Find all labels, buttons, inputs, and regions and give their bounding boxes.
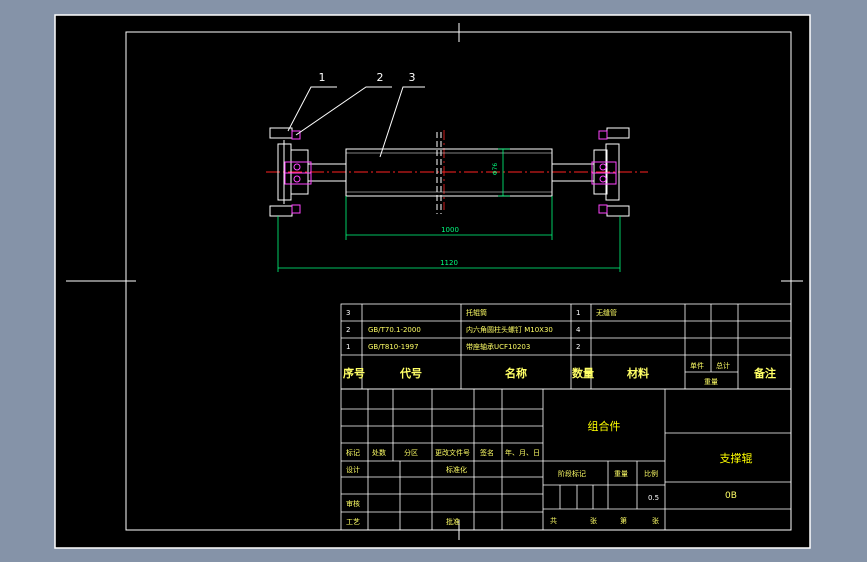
svg-text:重量: 重量 [704,378,718,386]
svg-text:1: 1 [576,309,580,317]
svg-text:分区: 分区 [404,448,418,457]
revision-header: 标记 处数 分区 更改文件号 签名 年、月、日 [346,448,540,457]
svg-text:2: 2 [576,343,580,351]
label-approve: 批准 [446,517,460,526]
svg-text:无缝管: 无缝管 [596,308,617,317]
svg-text:单件: 单件 [690,361,704,370]
label-process: 工艺 [346,518,360,526]
label-stage-mark: 阶段标记 [558,469,586,478]
roller-assembly-drawing: 1 2 3 1000 1120 Φ76 [266,71,648,272]
svg-text:年、月、日: 年、月、日 [505,448,540,457]
title-block-grid [340,388,792,531]
break-lines [436,132,442,214]
bom-row-3: 1 GB/T810-1997 带座轴承UCF10203 2 [346,342,580,351]
bom-header: 序号 代号 名称 数量 材料 单件 总计 重量 备注 [343,361,776,386]
svg-text:4: 4 [576,326,581,334]
dim-diameter: Φ76 [492,163,499,176]
bom-table [340,303,792,390]
balloon-2: 2 [377,71,384,84]
svg-text:3: 3 [346,309,350,317]
dim-overall-length: 1120 [440,259,458,267]
svg-text:备注: 备注 [753,366,776,380]
svg-text:代号: 代号 [399,366,422,380]
label-design: 设计 [346,465,360,474]
drawing-name: 支撑辊 [720,451,753,465]
label-weight: 重量 [614,470,628,478]
label-sheet-no: 第 [620,516,627,525]
sheet-border [54,14,811,549]
label-review: 审核 [346,499,360,508]
right-bearing-housing [591,127,630,217]
centering-marks [66,23,803,540]
label-scale: 比例 [644,469,658,478]
title-block-labels: 设计 标准化 审核 工艺 批准 阶段标记 重量 比例 0.5 共 张 第 张 [346,465,659,526]
svg-text:2: 2 [346,326,350,334]
svg-text:GB/T70.1-2000: GB/T70.1-2000 [368,326,421,334]
balloon-3: 3 [409,71,416,84]
drawing-code: 0B [725,491,737,501]
leader-lines [287,86,425,158]
dim-roller-length: 1000 [441,226,459,234]
svg-text:材料: 材料 [627,366,649,380]
svg-text:签名: 签名 [480,448,494,457]
svg-text:带座轴承UCF10203: 带座轴承UCF10203 [466,342,530,351]
svg-text:总计: 总计 [716,361,730,370]
bom-row-2: 2 GB/T70.1-2000 内六角圆柱头螺钉 M10X30 4 [346,325,581,334]
svg-text:托辊筒: 托辊筒 [466,308,487,317]
svg-text:名称: 名称 [505,366,527,380]
label-sheets-total: 共 [550,516,557,525]
svg-text:1: 1 [346,343,350,351]
label-sheet-unit: 张 [652,516,659,525]
svg-text:处数: 处数 [372,448,386,457]
svg-text:序号: 序号 [343,366,365,380]
dimension-lines [277,148,621,272]
svg-text:内六角圆柱头螺钉 M10X30: 内六角圆柱头螺钉 M10X30 [466,325,553,334]
svg-text:更改文件号: 更改文件号 [435,448,470,457]
svg-text:数量: 数量 [572,366,594,380]
assembly-label: 组合件 [588,419,621,433]
balloon-1: 1 [319,71,326,84]
svg-text:GB/T810-1997: GB/T810-1997 [368,343,419,351]
bom-row-1: 3 托辊筒 1 无缝管 [346,308,617,317]
left-bearing-housing [269,127,312,217]
label-sheets-unit: 张 [590,516,597,525]
svg-text:标记: 标记 [346,448,360,457]
scale-value: 0.5 [648,494,659,502]
label-standardization: 标准化 [446,465,467,474]
